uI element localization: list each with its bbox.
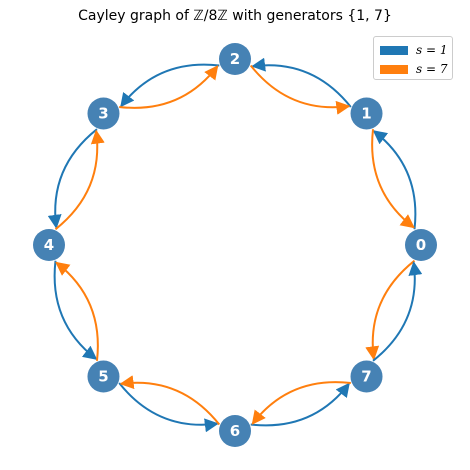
node-circle-0 — [405, 229, 437, 261]
edge-s7-7-to-6 — [251, 381, 351, 425]
node-circle-1 — [350, 97, 383, 130]
node-label-7: 7 — [361, 368, 371, 386]
node-0: 0 — [405, 229, 437, 261]
diagram-title: Cayley graph of ℤ/8ℤ with generators {1,… — [78, 8, 392, 24]
node-circle-4 — [33, 229, 65, 261]
node-label-5: 5 — [98, 368, 108, 386]
edge-s1-3-to-4 — [47, 128, 98, 229]
node-circle-2 — [219, 43, 251, 75]
node-circle-7 — [350, 360, 383, 393]
node-label-2: 2 — [230, 50, 240, 68]
edge-s7-4-to-3 — [54, 129, 105, 231]
edge-s7-0-to-7 — [365, 259, 416, 361]
edge-s1-0-to-1 — [372, 130, 417, 230]
edge-s1-5-to-6 — [118, 382, 219, 433]
legend-item-s7: s = 7 — [380, 61, 447, 77]
edge-s7-6-to-5 — [119, 375, 221, 426]
node-circle-5 — [87, 360, 120, 393]
legend-swatch-s7 — [380, 64, 408, 74]
node-circle-3 — [87, 97, 120, 130]
node-2: 2 — [219, 43, 251, 75]
edge-s1-7-to-0 — [372, 261, 423, 362]
legend-label-s1: s = 1 — [416, 43, 448, 57]
node-label-3: 3 — [98, 104, 108, 122]
edge-s1-6-to-7 — [250, 382, 350, 427]
node-7: 7 — [350, 360, 383, 393]
legend: s = 1 s = 7 — [373, 36, 453, 80]
legend-label-s7: s = 7 — [416, 62, 448, 76]
edge-s1-4-to-5 — [53, 260, 98, 360]
node-label-0: 0 — [416, 236, 426, 254]
node-6: 6 — [219, 415, 251, 447]
edge-s7-3-to-2 — [119, 65, 219, 109]
node-label-6: 6 — [230, 422, 240, 440]
edge-s7-5-to-4 — [55, 261, 99, 361]
node-3: 3 — [87, 97, 120, 130]
node-5: 5 — [87, 360, 120, 393]
node-4: 4 — [33, 229, 65, 261]
node-circle-6 — [219, 415, 251, 447]
edge-s1-2-to-3 — [120, 63, 220, 108]
node-label-1: 1 — [361, 104, 371, 122]
legend-item-s1: s = 1 — [380, 42, 447, 58]
edge-s1-1-to-2 — [251, 57, 352, 108]
edge-s7-1-to-0 — [371, 129, 415, 229]
node-1: 1 — [350, 97, 383, 130]
edge-s7-2-to-1 — [249, 64, 351, 115]
legend-swatch-s1 — [380, 45, 408, 55]
node-label-4: 4 — [44, 236, 54, 254]
